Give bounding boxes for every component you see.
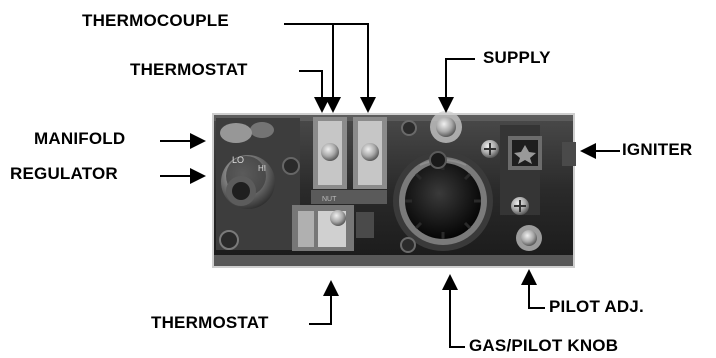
callout-lines <box>160 23 620 348</box>
label-thermostat-bottom: THERMOSTAT <box>151 313 269 332</box>
supply-screw <box>401 111 462 143</box>
igniter-pilot-area <box>481 125 576 251</box>
svg-text:LO: LO <box>232 155 244 165</box>
manifold-regulator: LO HI <box>216 118 300 250</box>
label-supply: SUPPLY <box>483 48 551 67</box>
label-thermostat-top: THERMOSTAT <box>130 60 248 79</box>
callout-arrowheads <box>190 97 596 296</box>
lower-terminal <box>292 205 374 251</box>
label-gas-pilot-knob: GAS/PILOT KNOB <box>469 336 619 355</box>
svg-text:HI: HI <box>258 164 266 173</box>
label-igniter: IGNITER <box>622 140 693 159</box>
gas-pilot-knob <box>393 151 493 253</box>
svg-text:NUT: NUT <box>322 196 337 203</box>
label-thermocouple: THERMOCOUPLE <box>82 11 229 30</box>
label-pilot-adj: PILOT ADJ. <box>549 297 644 316</box>
label-regulator: REGULATOR <box>10 164 118 183</box>
label-manifold: MANIFOLD <box>34 129 126 148</box>
terminal-block: NUT <box>311 117 387 204</box>
